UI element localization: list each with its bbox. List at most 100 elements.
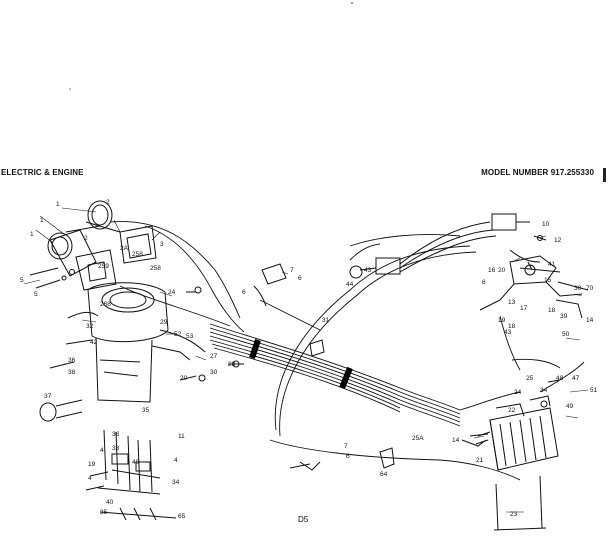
callout-label: 29	[160, 319, 168, 326]
callout-label: 30	[574, 285, 582, 292]
callout-label: 53	[186, 333, 194, 340]
callout-label: 37	[44, 393, 52, 400]
callout-label: 4	[88, 475, 92, 482]
solenoid-assembly	[479, 249, 589, 319]
callout-label: 6	[346, 453, 350, 460]
callout-label: 32	[86, 323, 94, 330]
callout-label: 18	[508, 323, 516, 330]
callout-label: 2	[84, 235, 88, 242]
callout-label: 259	[98, 263, 109, 270]
callout-label: 25	[526, 375, 534, 382]
callout-label: 4	[100, 447, 104, 454]
speck-mark	[69, 88, 71, 90]
callout-label: 25A	[412, 435, 424, 442]
callout-label: 20	[180, 375, 188, 382]
callout-label: 14	[452, 437, 460, 444]
callout-label: 20	[498, 267, 506, 274]
callout-label: 258	[150, 265, 161, 272]
callout-label: 34	[172, 479, 180, 486]
callout-labels: 1 2 1 1 2 3 2A 258 258 259 268 5 5 7 6 6…	[20, 199, 598, 520]
callout-label: 12	[554, 237, 562, 244]
callout-label: 1	[40, 217, 44, 224]
callout-label: 18	[548, 307, 556, 314]
callout-label: 70	[586, 285, 594, 292]
callout-label: 10	[542, 221, 550, 228]
callout-label: 5	[20, 277, 24, 284]
battery-cables	[459, 315, 585, 411]
callout-label: 38	[68, 369, 76, 376]
callout-label: 40	[132, 459, 140, 466]
callout-label: 48	[556, 375, 564, 382]
callout-label: 2A	[120, 245, 129, 252]
callout-label: 14	[586, 317, 594, 324]
callout-label: 42	[90, 339, 98, 346]
callout-label: 24	[514, 389, 522, 396]
callout-label: 43	[504, 329, 512, 336]
main-wire-harness	[209, 323, 461, 427]
callout-label: 65	[178, 513, 186, 520]
callout-label: 3	[160, 241, 164, 248]
callout-label: 30	[210, 369, 218, 376]
long-loop-wires	[259, 234, 521, 481]
engine-block	[39, 282, 206, 422]
callout-label: 7	[290, 267, 294, 274]
callout-label: 24	[168, 289, 176, 296]
model-number-label: MODEL NUMBER 917.255330	[481, 168, 594, 177]
callout-label: 16	[488, 267, 496, 274]
callout-label: 50	[562, 331, 570, 338]
page-edge-mark	[603, 168, 606, 182]
callout-label: 19	[498, 317, 506, 324]
callout-label: 52	[174, 331, 182, 338]
callout-label: 268	[100, 301, 111, 308]
ignition-switch-assembly	[349, 213, 547, 279]
callout-label: 23	[510, 511, 518, 518]
callout-label: 31	[322, 317, 330, 324]
callout-label: 34	[540, 387, 548, 394]
callout-label: 39	[560, 313, 568, 320]
callout-label: 19	[88, 461, 96, 468]
callout-label: 40	[106, 499, 114, 506]
callout-label: 64	[380, 471, 388, 478]
callout-label: 22	[508, 407, 516, 414]
callout-label: 5	[34, 291, 38, 298]
headlight-wires	[109, 221, 245, 333]
callout-label: 13	[508, 299, 516, 306]
callout-label: 47	[572, 375, 580, 382]
section-title: ELECTRIC & ENGINE	[1, 168, 84, 177]
callout-label: 35	[100, 509, 108, 516]
callout-label: 43	[364, 267, 372, 274]
leader-lines	[23, 207, 589, 513]
harness-clamp	[249, 339, 353, 390]
callout-label: 11	[178, 433, 185, 440]
callout-label: 36	[112, 431, 120, 438]
callout-label: 6	[298, 275, 302, 282]
callout-label: 6	[242, 289, 246, 296]
callout-label: 38	[112, 445, 120, 452]
speck-mark	[351, 2, 353, 4]
callout-label: 8	[482, 279, 486, 286]
callout-label: 28	[228, 361, 236, 368]
callout-label: 17	[520, 305, 528, 312]
callout-label: 41	[548, 261, 556, 268]
small-parts	[179, 261, 561, 471]
page-code: D5	[298, 515, 309, 524]
headlight-assembly	[29, 200, 157, 291]
callout-label: 49	[566, 403, 574, 410]
callout-label: 36	[68, 357, 76, 364]
callout-label: 44	[346, 281, 354, 288]
callout-label: 258	[132, 251, 143, 258]
callout-label: 51	[590, 387, 598, 394]
callout-label: 27	[210, 353, 218, 360]
callout-label: 1	[30, 231, 34, 238]
callout-label: 1	[56, 201, 60, 208]
callout-label: 21	[476, 457, 484, 464]
callout-label: 4	[174, 457, 178, 464]
battery	[475, 395, 559, 531]
callout-label: 15	[544, 277, 552, 284]
callout-label: 2	[106, 199, 110, 206]
callout-label: 7	[344, 443, 348, 450]
callout-label: 35	[142, 407, 150, 414]
engine-lower-parts	[85, 429, 177, 521]
